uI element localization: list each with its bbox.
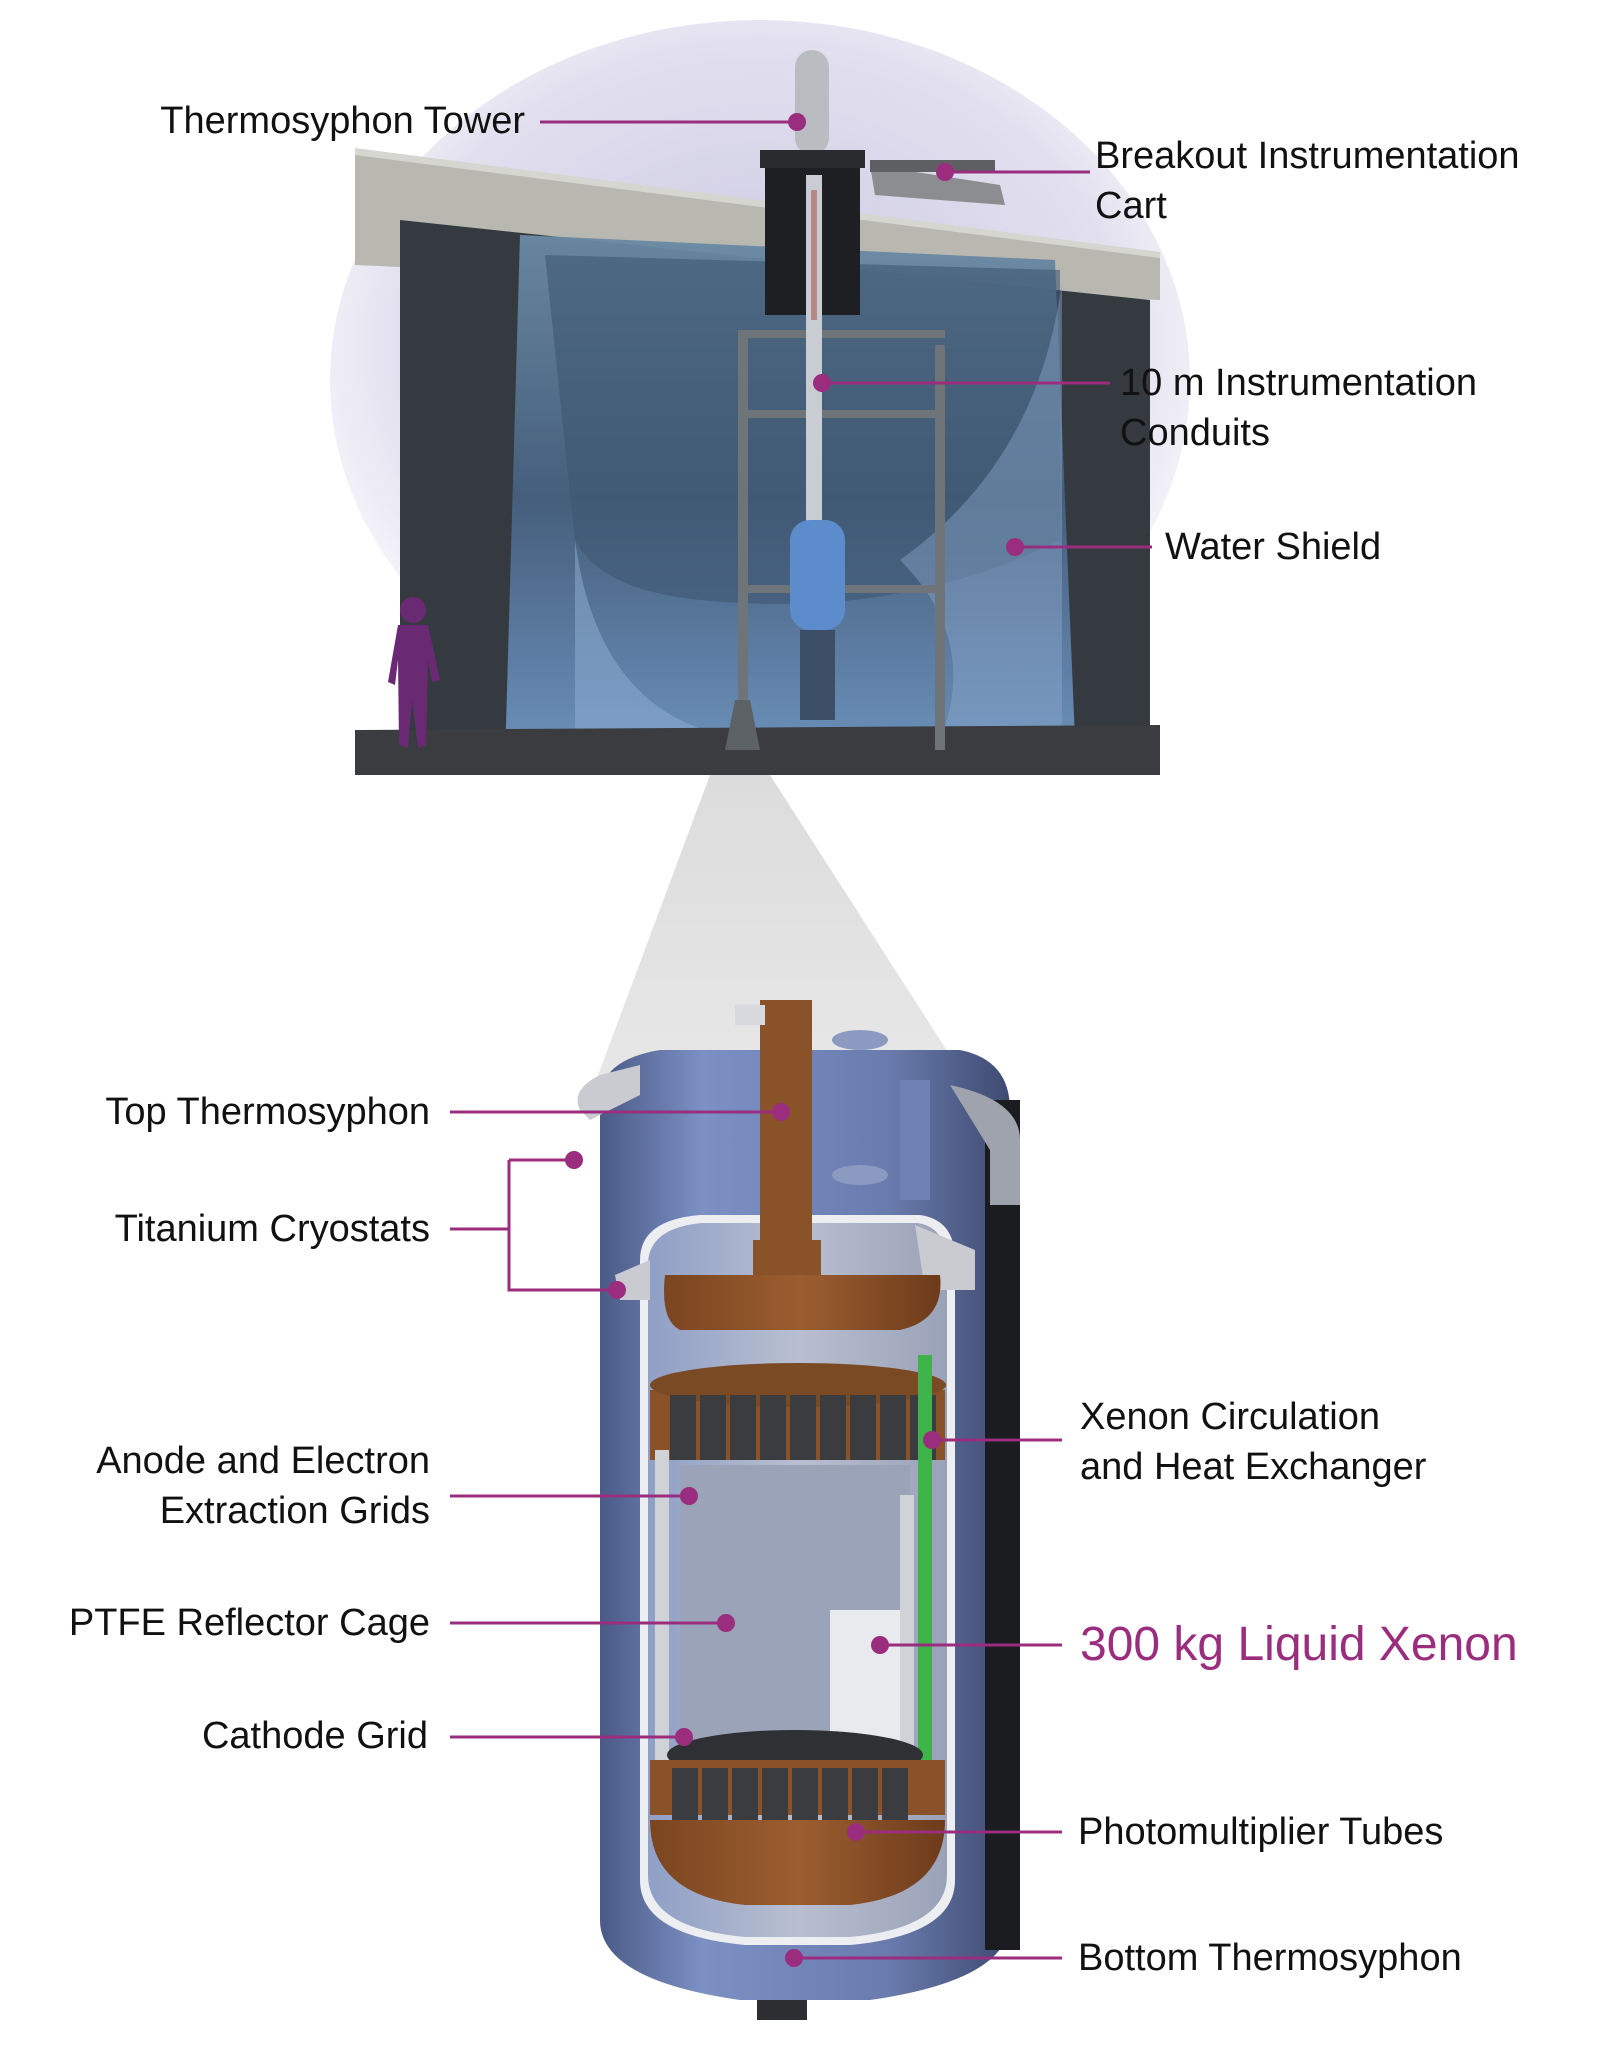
label-water-shield: Water Shield [1165, 526, 1382, 568]
person-silhouette [388, 597, 440, 748]
label-conduits-line2: Conduits [1120, 412, 1270, 454]
label-conduits-line1: 10 m Instrumentation [1120, 362, 1477, 404]
label-pmts: Photomultiplier Tubes [1078, 1811, 1444, 1853]
leader-dots [565, 113, 1024, 1967]
label-thermosyphon-tower: Thermosyphon Tower [160, 100, 525, 142]
label-anode-line2: Extraction Grids [159, 1490, 430, 1532]
label-bottom-thermosyphon: Bottom Thermosyphon [1078, 1937, 1462, 1979]
label-ptfe-cage: PTFE Reflector Cage [68, 1602, 430, 1644]
label-xenon-circ-line1: Xenon Circulation [1080, 1396, 1380, 1438]
label-top-thermosyphon: Top Thermosyphon [105, 1091, 430, 1133]
label-breakout-cart-line1: Breakout Instrumentation [1095, 135, 1520, 177]
label-anode-line1: Anode and Electron [96, 1440, 430, 1482]
label-breakout-cart-line2: Cart [1095, 185, 1167, 227]
label-cathode-grid: Cathode Grid [201, 1715, 428, 1757]
label-xenon-circ-line2: and Heat Exchanger [1080, 1446, 1427, 1488]
label-titanium-cryostats: Titanium Cryostats [114, 1208, 430, 1250]
label-liquid-xenon: 300 kg Liquid Xenon [1080, 1618, 1518, 1671]
leader-lines [450, 120, 1152, 1960]
